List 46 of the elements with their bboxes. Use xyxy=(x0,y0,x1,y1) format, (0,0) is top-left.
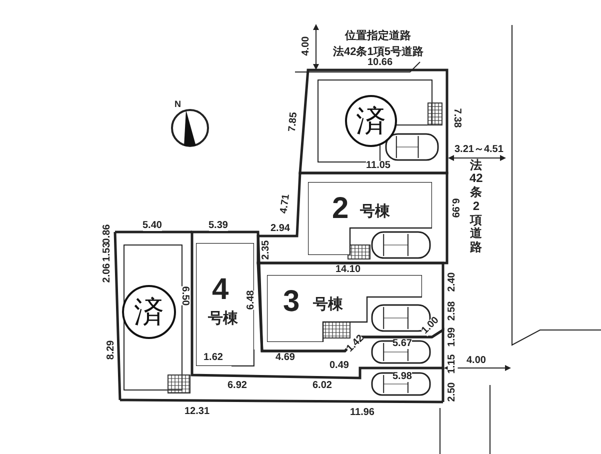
compass-label: N xyxy=(174,100,181,108)
dimension-label: 2.58 xyxy=(447,301,458,321)
dimension-label: 0.49 xyxy=(330,361,349,371)
road-label: 位置指定道路 xyxy=(345,30,411,42)
sold-mark: 済 xyxy=(345,95,397,147)
building-number: 2 xyxy=(332,194,349,224)
dimension-label: 8.29 xyxy=(106,340,116,360)
dimension-label: 4.71 xyxy=(278,194,292,214)
building-outline xyxy=(308,182,432,255)
building-outline xyxy=(196,243,254,366)
dimension-label: 0.86 xyxy=(102,224,112,244)
dimension-label: 1.62 xyxy=(204,353,223,363)
dimension-label: 6.02 xyxy=(312,381,332,391)
dimension-label: 2.35 xyxy=(261,240,272,260)
dimension-label: 6.99 xyxy=(449,198,460,218)
dimension-label: 5.39 xyxy=(208,221,228,231)
dimension-label: 4.00 xyxy=(301,36,312,56)
dimension-label: 7.85 xyxy=(287,112,300,132)
dimension-label: 1.15 xyxy=(447,354,458,374)
dimension-label: 5.98 xyxy=(392,372,412,382)
dimension-label: 1.99 xyxy=(447,327,458,347)
dimension-label: 5.67 xyxy=(392,339,412,349)
dimension-label: 2.50 xyxy=(447,382,458,402)
dimension-label: 2.06 xyxy=(102,263,112,283)
dimension-label: 2.40 xyxy=(447,272,458,292)
dimension-label: 1.53 xyxy=(102,242,112,262)
dimension-label: 3.21～4.51 xyxy=(454,145,504,155)
dimension-label: 6.92 xyxy=(228,381,247,391)
building-label: 号棟 xyxy=(208,311,238,326)
road-label: 法42条2項道路 xyxy=(470,158,483,256)
sold-mark: 済 xyxy=(122,285,176,339)
dimension-label: 11.96 xyxy=(350,408,374,418)
dimension-label: 5.40 xyxy=(142,221,162,231)
building-label: 号棟 xyxy=(360,204,390,219)
dimension-label: 4.69 xyxy=(276,353,295,363)
dimension-label: 10.66 xyxy=(368,58,393,68)
dimension-label: 12.31 xyxy=(184,407,210,417)
building-number: 3 xyxy=(283,287,300,317)
building-number: 4 xyxy=(212,275,229,305)
dimension-label: 7.38 xyxy=(451,108,462,128)
building-label: 号棟 xyxy=(313,297,343,312)
dimension-label: 14.10 xyxy=(336,265,361,275)
dimension-label: 6.50 xyxy=(179,286,190,306)
dimension-label: 11.05 xyxy=(366,161,390,171)
dimension-label: 2.94 xyxy=(270,224,290,234)
dimension-label: 4.00 xyxy=(466,356,486,366)
